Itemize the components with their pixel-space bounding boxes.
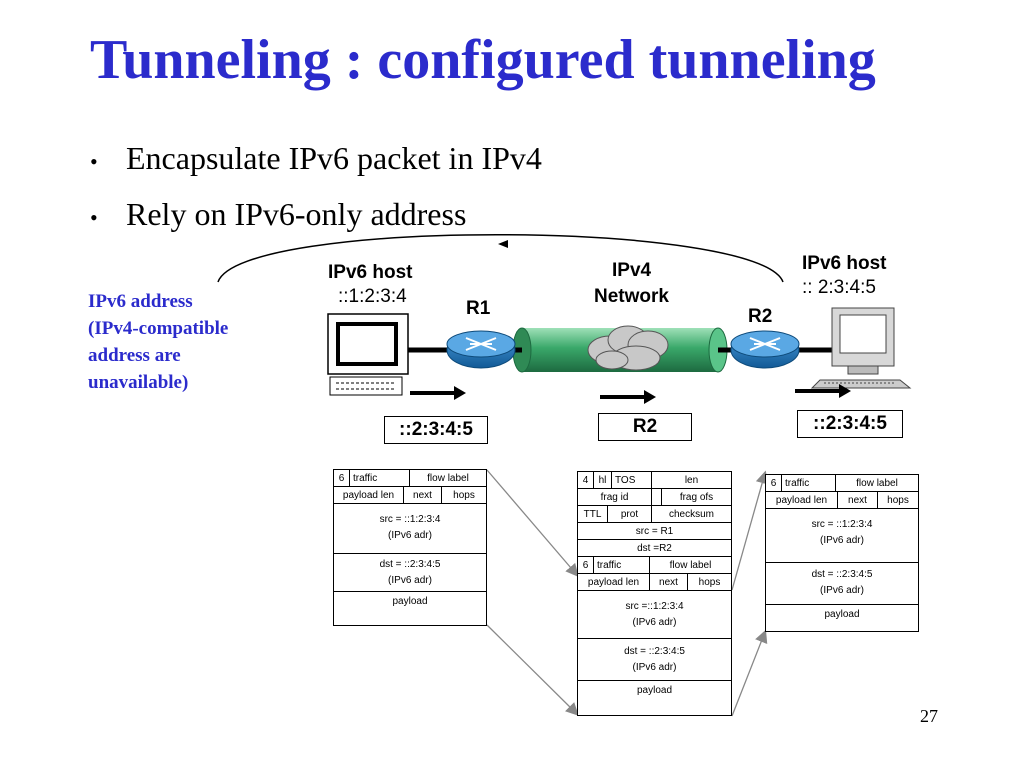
router-r2-icon <box>730 330 800 369</box>
v4-header-row: TTL prot checksum <box>578 506 731 523</box>
src-field: src = ::1:2:3:4 (IPv6 adr) <box>766 509 918 563</box>
direction-arrow-icon <box>795 384 851 398</box>
direction-arrow-icon <box>600 390 656 404</box>
header-row: payload len next hops <box>578 574 731 591</box>
arc-arrow-icon <box>498 240 508 248</box>
right-host-computer-icon <box>810 307 912 389</box>
bullet-dot-icon: • <box>90 204 98 230</box>
payload-field: payload <box>636 685 673 696</box>
header-row: payload len next hops <box>334 487 486 504</box>
network-label-line1: IPv4 <box>612 260 652 281</box>
dest-box-right: ::2:3:4:5 <box>797 410 903 438</box>
bullet-item-1: •Encapsulate IPv6 packet in IPv4 <box>90 140 542 176</box>
bullet-item-2: •Rely on IPv6-only address <box>90 196 467 232</box>
header-row: 6 traffic flow label <box>578 557 731 574</box>
router-r1-icon <box>446 330 516 369</box>
router-r1-label: R1 <box>466 298 491 319</box>
header-row: 6 traffic flow label <box>334 470 486 487</box>
right-host-address: :: 2:3:4:5 <box>802 277 876 298</box>
address-note: IPv6 address (IPv4-compatible address ar… <box>88 291 229 393</box>
left-host-label: IPv6 host <box>328 262 413 283</box>
dst-field: dst = ::2:3:4:5 (IPv6 adr) <box>766 563 918 605</box>
dst-field: dst = ::2:3:4:5 (IPv6 adr) <box>334 554 486 592</box>
network-label-line2: Network <box>594 286 669 307</box>
packet-right: 6 traffic flow label payload len next ho… <box>765 474 919 632</box>
tunnel-arc <box>217 234 784 283</box>
dest-box-middle: R2 <box>598 413 692 441</box>
page-title: Tunneling : configured tunneling <box>90 29 876 91</box>
left-host-address: ::1:2:3:4 <box>338 286 407 307</box>
dst-field: dst = ::2:3:4:5 (IPv6 adr) <box>578 639 731 681</box>
flag-field <box>652 489 662 505</box>
page-number: 27 <box>920 706 938 726</box>
dest-box-left: ::2:3:4:5 <box>384 416 488 444</box>
left-host-computer-icon <box>327 313 409 396</box>
v4-header-row: 4 hl TOS len <box>578 472 731 489</box>
packet-left: 6 traffic flow label payload len next ho… <box>333 469 487 626</box>
v4-src-row: src = R1 <box>578 523 731 540</box>
cloud-icon <box>587 325 669 371</box>
bullet-dot-icon: • <box>90 148 98 174</box>
right-host-label: IPv6 host <box>802 253 887 274</box>
packet-middle: 4 hl TOS len frag id frag ofs TTL prot c… <box>577 471 732 716</box>
v4-dst-row: dst =R2 <box>578 540 731 557</box>
router-r2-label: R2 <box>748 306 773 327</box>
payload-field: payload <box>392 596 428 607</box>
header-row: 6 traffic flow label <box>766 475 918 492</box>
v4-header-row: frag id frag ofs <box>578 489 731 506</box>
direction-arrow-icon <box>410 386 466 400</box>
encapsulation-lines <box>486 469 769 717</box>
src-field: src = ::1:2:3:4 (IPv6 adr) <box>334 504 486 554</box>
src-field: src =::1:2:3:4 (IPv6 adr) <box>578 591 731 639</box>
payload-field: payload <box>824 609 860 620</box>
header-row: payload len next hops <box>766 492 918 509</box>
